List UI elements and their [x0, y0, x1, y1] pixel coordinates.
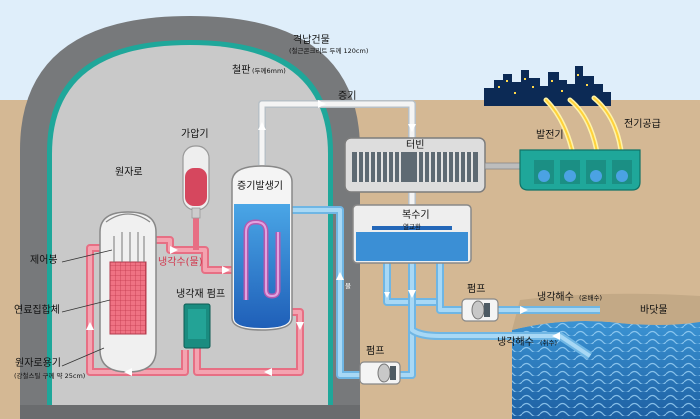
turbine	[344, 137, 526, 193]
label-pressurizer: 가압기	[181, 129, 209, 140]
label-steam: 증기	[338, 91, 357, 102]
condenser	[352, 204, 472, 264]
label-reactor: 원자로	[115, 167, 143, 178]
label-steam-generator: 증기발생기	[237, 181, 283, 192]
label-cooling-sea-in: 냉각해수	[497, 337, 534, 348]
reactor-vessel	[99, 211, 157, 373]
label-pressure-vessel-note: (강철스틸 구께 약 25cm)	[14, 372, 86, 380]
pressurizer	[182, 145, 210, 219]
feed-pump	[359, 361, 401, 385]
city-windows	[498, 74, 588, 94]
label-pump-1: 펌프	[366, 346, 385, 357]
leader-lines	[61, 249, 113, 367]
label-coolant-pump: 냉각재 펌프	[176, 289, 226, 300]
fuel-assembly	[109, 261, 147, 335]
steam-generator-vessel	[231, 165, 293, 331]
label-power-supply: 전기공급	[624, 119, 661, 130]
label-sea-water: 바닷물	[640, 305, 668, 316]
label-containment-note: (철근콘크리트 두께 120cm)	[289, 47, 369, 55]
secondary-loop	[290, 206, 600, 379]
label-condenser: 복수기	[402, 210, 430, 221]
city-skyline	[484, 66, 611, 106]
label-fuel-assembly: 연료집합체	[14, 305, 60, 316]
label-turbine: 터빈	[406, 140, 425, 151]
sea-pump	[461, 298, 499, 322]
label-water: 물	[345, 282, 351, 290]
label-control-rod: 제어봉	[30, 255, 58, 266]
label-steel-plate: 철판	[232, 65, 251, 76]
flow-arrows	[86, 100, 560, 376]
label-cooling-sea-out: 냉각해수	[537, 292, 574, 303]
label-containment: 격납건물	[293, 35, 330, 46]
label-generator: 발전기	[536, 130, 564, 141]
coolant-pump	[183, 303, 211, 349]
label-heat-exchanger: 열교환	[403, 223, 421, 231]
label-coolant-water: 냉각수(물)	[158, 257, 203, 268]
label-steel-plate-note: (두께6mm)	[252, 67, 286, 75]
sea	[512, 293, 700, 419]
label-cooling-sea-in-note: (취수)	[540, 339, 558, 347]
label-pump-2: 펌프	[467, 284, 486, 295]
label-pressure-vessel: 원자로용기	[15, 358, 61, 369]
generator	[519, 149, 641, 191]
containment-building	[20, 16, 360, 419]
label-cooling-sea-out-note: (온배수)	[579, 294, 603, 302]
